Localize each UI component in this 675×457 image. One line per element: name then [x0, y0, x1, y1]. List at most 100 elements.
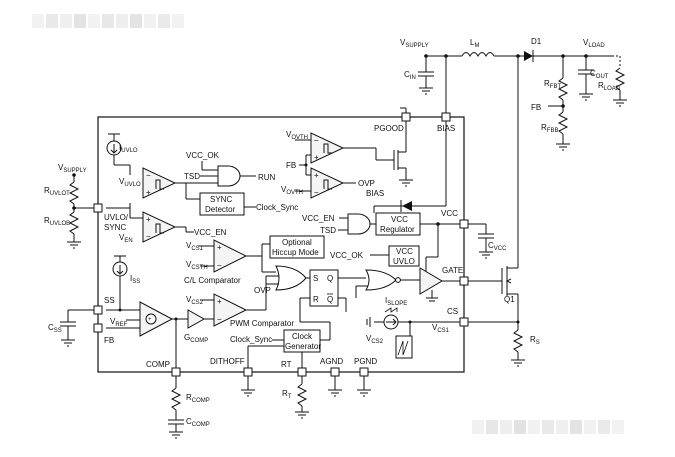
control-loop-section: +− VCS1 VCSTH C/L Comparator Optional Hi…	[48, 235, 540, 368]
uvlo-sync-label-1: UVLO/	[104, 213, 129, 222]
svg-text:+: +	[217, 297, 222, 306]
svg-text:+: +	[314, 153, 319, 162]
agnd-pin	[330, 367, 340, 377]
agnd-label: AGND	[320, 357, 343, 366]
latch-q-label: Q	[327, 274, 333, 283]
cin-label: CIN	[404, 70, 416, 81]
comp-label: COMP	[146, 360, 170, 369]
iss-label: ISS	[130, 274, 140, 285]
rload-label: RLOAD	[598, 81, 621, 92]
uvlo-sync-label-2: SYNC	[104, 223, 126, 232]
latch-qbar-label: Q	[327, 295, 333, 304]
vsupply-top-label: VSUPPLY	[400, 38, 429, 49]
inductor-label: LM	[470, 38, 479, 49]
svg-text:−: −	[146, 232, 151, 241]
vcc-uvlo-label-1: VCC	[396, 247, 413, 256]
vcc-uvlo-label-2: UVLO	[393, 257, 415, 266]
cout-label: COUT	[590, 69, 609, 80]
vcc-ok-mid-label: VCC_OK	[330, 251, 364, 260]
cl-comparator-label: C/L Comparator	[184, 276, 241, 285]
vcs1-a-label: VCS1	[186, 241, 204, 252]
external-power-stage: VSUPPLY LM D1 VLOAD CIN COUT	[400, 37, 627, 264]
svg-text:−: −	[217, 315, 222, 324]
vcc-reg-label-2: Regulator	[380, 225, 415, 234]
ovp-out-label: OVP	[358, 179, 375, 188]
svg-text:+: +	[217, 243, 222, 252]
svg-text:−: −	[217, 261, 222, 270]
rs-label: RS	[530, 335, 540, 346]
vcs2-b-label: VCS2	[366, 334, 384, 345]
vuvlo-label: VUVLO	[119, 177, 141, 188]
cs-pin	[459, 317, 469, 327]
css-label: CSS	[48, 323, 62, 334]
ic-package-outline	[97, 116, 465, 373]
rt-label: RT	[281, 360, 292, 369]
ccc-label: CVCC	[488, 241, 507, 252]
vcc-en-mid-label: VCC_EN	[302, 214, 335, 223]
sync-detector-label-2: Detector	[205, 205, 236, 214]
diode-d1-symbol	[524, 51, 533, 61]
clk-gen-label-1: Clock	[292, 332, 313, 341]
ovp-comparators: − + VOVTH + − VOVTH FB OVP	[281, 121, 413, 199]
rt-pin	[297, 367, 307, 377]
run-label: RUN	[258, 173, 276, 182]
vcs2-a-label: VCS2	[186, 295, 204, 306]
rfbb-label: RFBB	[541, 123, 558, 134]
pgood-label: PGOOD	[374, 124, 404, 133]
dithoff-pin	[243, 367, 253, 377]
blurred-watermark-top	[32, 14, 184, 28]
rcomp-label: RCOMP	[186, 393, 210, 404]
vovth-a-label: VOVTH	[286, 130, 308, 141]
uvlo-section: IUVLO −+ VUVLO VCC_OK TSD RUN SYNC Detec…	[44, 133, 298, 249]
pgood-pin	[401, 112, 411, 122]
svg-text:−: −	[314, 136, 319, 145]
vref-label: VREF	[110, 317, 128, 328]
vovth-b-label: VOVTH	[281, 185, 303, 196]
vcc-regulator-section: BIAS VCC Regulator VCC_EN TSD VCC CVCC V…	[302, 121, 507, 267]
vcc-en-out-label: VCC_EN	[194, 228, 227, 237]
vcc-reg-label-1: VCC	[391, 215, 408, 224]
q1-label: Q1	[504, 295, 515, 304]
rfbt-label: RFBT	[544, 79, 561, 90]
ccomp-label: CCOMP	[186, 417, 210, 428]
ven-label: VEN	[119, 233, 133, 244]
clk-gen-label-2: Generator	[285, 342, 321, 351]
ss-pin	[93, 305, 103, 315]
vcc-pin	[459, 219, 469, 229]
svg-text:+: +	[148, 317, 152, 323]
vcc-pin-label: VCC	[441, 209, 458, 218]
pgnd-pin	[359, 367, 369, 377]
gate-label: GATE	[442, 266, 463, 275]
bias-pin	[441, 112, 451, 122]
fb-pin	[93, 323, 103, 333]
pgnd-label: PGND	[354, 357, 377, 366]
vcc-diode-symbol	[402, 201, 412, 211]
tsd-mid-label: TSD	[320, 226, 336, 235]
rt-res-label: RT	[282, 389, 292, 400]
islope-label: ISLOPE	[385, 296, 407, 307]
ss-label: SS	[104, 296, 115, 305]
vcsth-label: VCSTH	[186, 260, 208, 271]
opt-hiccup-label-2: Hiccup Mode	[272, 248, 319, 257]
diode-d1-label: D1	[531, 37, 542, 46]
vload-label: VLOAD	[583, 38, 605, 49]
dithoff-label: DITHOFF	[210, 357, 245, 366]
bias-int-label: BIAS	[366, 189, 384, 198]
uvlo-sync-pin	[93, 203, 103, 213]
gate-pin	[459, 276, 469, 286]
tsd-top-label: TSD	[184, 172, 200, 181]
clock-sync-in-label: Clock_Sync	[230, 335, 272, 344]
ruvlob-label: RUVLOB	[44, 216, 70, 227]
pwm-comparator-label: PWM Comparator	[230, 319, 294, 328]
fb-in-label: FB	[286, 161, 296, 170]
svg-text:+: +	[314, 171, 319, 180]
latch-r-label: R	[313, 295, 319, 304]
blurred-watermark-bottom	[472, 420, 624, 434]
svg-text:−: −	[314, 188, 319, 197]
cs-label: CS	[447, 307, 458, 316]
bottom-pins: COMP RCOMP CCOMP DITHOFF RT RT AGND PGND	[146, 357, 377, 439]
gcomp-label: GCOMP	[184, 333, 208, 344]
fb-pin-label: FB	[104, 336, 114, 345]
svg-text:−: −	[146, 171, 151, 180]
